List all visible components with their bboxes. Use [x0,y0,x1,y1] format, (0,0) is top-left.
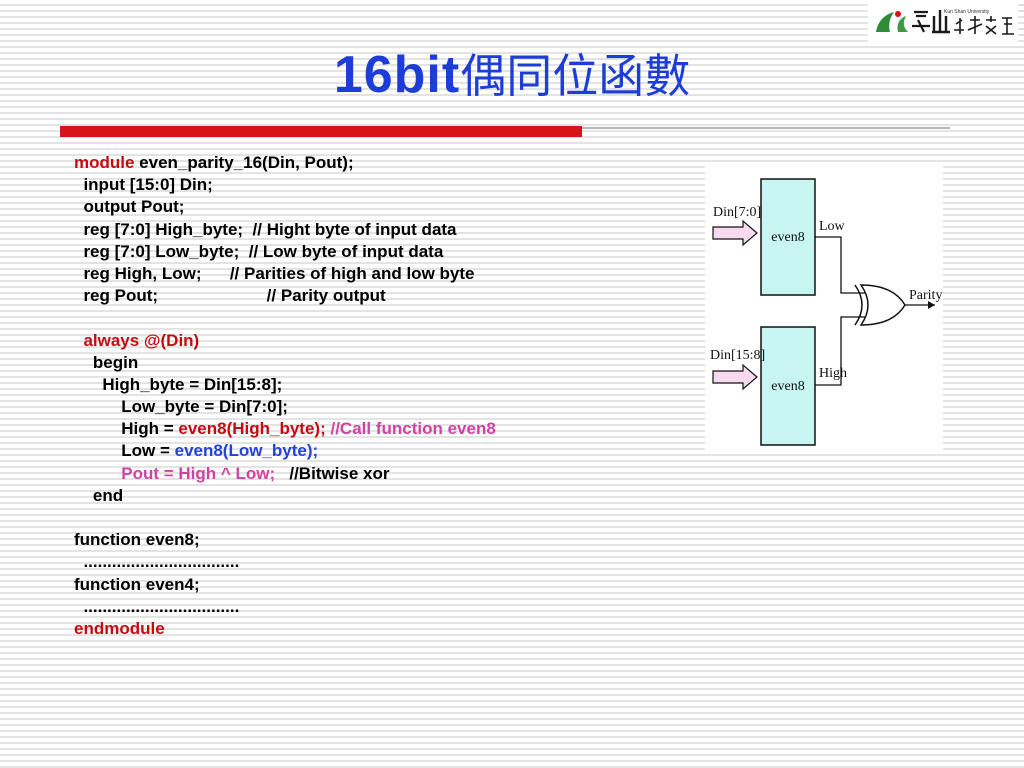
input-label-high-byte: Din[15:8] [710,348,765,363]
code-token: begin [74,352,139,372]
code-token: input [15:0] Din; [74,175,213,195]
code-line: reg [7:0] Low_byte; // Low byte of input… [74,241,496,263]
kun-shan-emblem [876,10,1014,35]
code-token: reg [7:0] Low_byte; // Low byte of input… [74,241,444,261]
verilog-code-block: module even_parity_16(Din, Pout); input … [74,152,496,640]
code-token: //Call function even8 [325,419,496,439]
wire-low [815,236,865,294]
code-token: ................................. [74,596,240,616]
code-line [74,307,496,329]
code-token: Low = [74,441,175,461]
code-token: Low_byte = Din[7:0]; [74,397,288,417]
code-token: reg [7:0] High_byte; // Hight byte of in… [74,219,457,239]
code-line: always @(Din) [74,330,496,352]
code-token: output Pout; [74,197,185,217]
code-token: always @(Din) [74,330,200,350]
output-label-parity: Parity [909,288,942,303]
code-token: ................................. [74,552,240,572]
university-logo: Kun Shan University [868,2,1018,42]
parity-circuit-diagram: even8 even8 Din[7:0] Din[15:8] Low High … [705,165,943,450]
code-line: Pout = High ^ Low; //Bitwise xor [74,463,496,485]
title-latin: 16bit [333,46,461,104]
code-line: ................................. [74,596,496,618]
code-line: input [15:0] Din; [74,174,496,196]
even8-block-top [760,178,816,296]
even8-label-top: even8 [771,230,804,245]
code-token: reg Pout; // Parity output [74,286,386,306]
code-line: function even8; [74,529,496,551]
code-line: endmodule [74,618,496,640]
code-line: Low = even8(Low_byte); [74,440,496,462]
title-rule-accent [60,126,582,137]
code-token: end [74,485,124,505]
code-token: module [74,153,135,172]
code-token: even8(High_byte); [178,419,326,439]
code-token: Pout = High ^ Low; [74,463,276,483]
wire-high [815,316,865,386]
code-line: output Pout; [74,196,496,218]
xor-gate [854,284,906,326]
signal-label-high: High [819,366,847,381]
code-token: High_byte = Din[15:8]; [74,374,283,394]
input-arrow-bottom [712,363,758,391]
university-name: Kun Shan University [944,9,990,15]
code-line: end [74,485,496,507]
code-line: reg High, Low; // Parities of high and l… [74,263,496,285]
code-line: reg [7:0] High_byte; // Hight byte of in… [74,219,496,241]
code-token: function even8; [74,530,200,550]
code-line: Low_byte = Din[7:0]; [74,396,496,418]
code-line: function even4; [74,574,496,596]
slide-title: 16bit偶同位函數 [0,42,1024,121]
signal-label-low: Low [819,219,846,234]
even8-label-bottom: even8 [771,379,804,394]
input-arrow-top [712,219,758,247]
input-label-low-byte: Din[7:0] [713,205,761,220]
code-token: endmodule [74,618,165,638]
code-line: ................................. [74,551,496,573]
code-token: even8(Low_byte); [174,441,319,461]
title-cjk: 偶同位函數 [460,49,691,103]
code-line: begin [74,352,496,374]
code-line: High = even8(High_byte); //Call function… [74,418,496,440]
code-line: reg Pout; // Parity output [74,285,496,307]
title-rule-thin [582,127,950,129]
code-token: High = [74,419,179,439]
code-line [74,507,496,529]
even8-block-bottom [760,326,816,446]
code-token: function even4; [74,574,200,594]
code-token: reg High, Low; // Parities of high and l… [74,263,475,283]
code-token: //Bitwise xor [275,463,390,483]
code-token: even_parity_16(Din, Pout); [134,153,354,172]
code-line: High_byte = Din[15:8]; [74,374,496,396]
code-line: module even_parity_16(Din, Pout); [74,152,496,174]
